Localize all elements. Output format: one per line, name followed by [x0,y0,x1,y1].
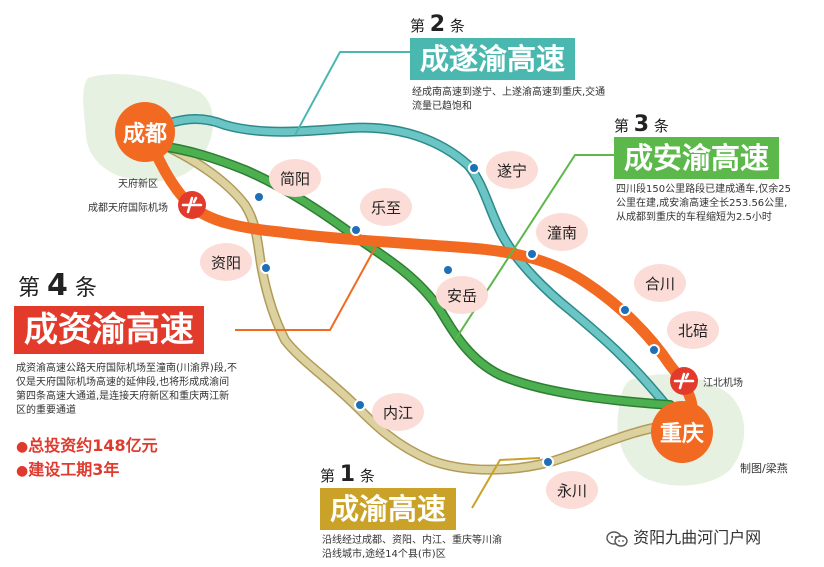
route2-title: 成遂渝高速 [410,38,576,80]
bubble-jianyang [269,159,321,197]
route1-header: 第 1 条 [320,462,375,487]
route2-desc: 经成南高速到遂宁、上遂渝高速到重庆,交通流量已趋饱和 [412,87,606,112]
station-label-7: 北碚 [678,322,708,340]
wechat-icon [606,530,628,547]
dot-neijiang [354,399,366,411]
bubble-anyue [436,276,488,314]
bubble-suining [486,151,538,189]
dot-hechuan [619,304,631,316]
route2-suffix: 条 [449,17,465,35]
route4-desc: 成资渝高速公路天府国际机场至潼南(川渝界)段,不仅是天府国际机场高速的延伸段,也… [16,363,237,416]
bubble-yongchuan [546,471,598,509]
route2-prefix: 第 [410,17,426,35]
watermark-text: 资阳九曲河门户网 [633,528,762,547]
label-jiangbei-airport: 江北机场 [703,376,743,389]
station-label-1: 资阳 [211,254,241,272]
airport-tianfu-icon [178,191,206,219]
bubble-beibei [667,311,719,349]
dot-ziyang [260,262,272,274]
city-chengdu: 成都 [123,122,167,147]
route3-header: 第 3 条 [614,112,669,137]
route3-desc: 四川段150公里路段已建成通车,仅余25公里在建,成安渝高速全长253.56公里… [616,184,791,223]
route3-suffix: 条 [653,117,669,135]
route1-prefix: 第 [320,467,336,485]
route4-bullet-duration: ●建设工期3年 [16,456,119,480]
station-label-0: 简阳 [280,170,310,188]
dot-beibei [648,344,660,356]
bubble-lezhi [360,188,412,226]
route4-callout-line [235,247,376,331]
station-label-4: 遂宁 [497,162,527,180]
route3-prefix: 第 [614,117,630,135]
bubble-tongnan [536,213,588,251]
route3-number: 3 [633,112,650,137]
map-credit: 制图/梁燕 [740,462,788,475]
dot-yongchuan [542,456,554,468]
chengdu-marker [115,102,175,162]
route2-callout-line [294,51,410,136]
bubble-hechuan [634,264,686,302]
route3-title: 成安渝高速 [614,137,780,179]
dot-jianyang [253,191,265,203]
bubble-ziyang [200,243,252,281]
route1-desc-line1: 沿线经过成都、资阳、内江、重庆等川渝 [322,535,502,546]
bullet-dot-icon: ● [16,439,29,455]
station-label-2: 乐至 [371,199,401,217]
label-tianfu-airport: 成都天府国际机场 [88,201,168,214]
dot-tongnan [526,248,538,260]
route4-bullet1-text: 总投资约148亿元 [28,436,158,455]
dot-suining [468,162,480,174]
route1-suffix: 条 [359,467,375,485]
bullet-dot-icon: ● [16,463,29,479]
station-label-3: 安岳 [447,287,477,305]
route1-number: 1 [339,462,356,487]
station-label-6: 合川 [645,275,675,293]
chongqing-marker [651,401,713,463]
route4-bullet-investment: ●总投资约148亿元 [16,432,158,456]
route2-header: 第 2 条 [410,12,465,37]
station-label-5: 潼南 [547,224,577,242]
dot-anyue [442,264,454,276]
station-bubbles [200,151,719,509]
route4-bullet2-text: 建设工期3年 [28,460,120,479]
label-tianfu-new-area: 天府新区 [118,177,158,190]
station-dots [253,162,660,468]
route4-suffix: 条 [74,276,97,301]
watermark: 资阳九曲河门户网 [606,524,761,548]
route4-prefix: 第 [18,276,41,301]
route4-title: 成资渝高速 [14,306,204,354]
route2-number: 2 [429,12,446,37]
route4-header: 第 4 条 [18,268,97,303]
route1-desc-line2: 沿线城市,途经14个县(市)区 [322,549,446,560]
station-label-8: 内江 [383,404,413,422]
route1-callout-line [471,457,541,509]
dot-lezhi [350,224,362,236]
route3-callout-line [454,154,615,341]
station-label-9: 永川 [557,482,587,500]
airport-jiangbei-icon [670,367,698,395]
city-chongqing: 重庆 [660,421,704,447]
bubble-neijiang [372,393,424,431]
route1-title: 成渝高速 [320,488,457,530]
route4-number: 4 [47,268,68,303]
